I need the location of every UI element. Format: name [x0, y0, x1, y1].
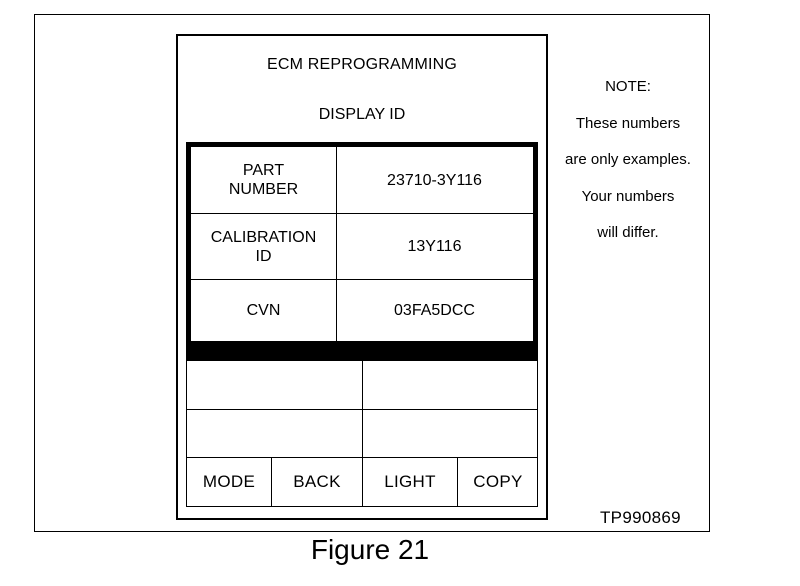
cvn-label: CVN — [191, 280, 337, 341]
blank-key-top-left[interactable] — [187, 361, 362, 410]
table-row-part-number: PART NUMBER 23710-3Y116 — [191, 147, 533, 213]
figure-frame — [34, 14, 710, 532]
cvn-value: 03FA5DCC — [394, 302, 475, 319]
note-line: are only examples. — [565, 151, 691, 168]
table-row-calibration-id: CALIBRATION ID 13Y116 — [191, 213, 533, 279]
light-button[interactable]: LIGHT — [384, 472, 436, 491]
soft-key-area: MODE BACK LIGHT COPY — [186, 361, 538, 507]
blank-key-middle-left[interactable] — [187, 410, 362, 458]
blank-key-middle-right[interactable] — [362, 410, 538, 458]
blank-key-top-right[interactable] — [362, 361, 538, 410]
screen-title: ECM REPROGRAMMING — [266, 56, 458, 73]
calibration-id-label: CALIBRATION ID — [191, 214, 337, 279]
copy-button[interactable]: COPY — [473, 472, 523, 491]
figure-caption: Figure 21 — [310, 534, 430, 565]
note-heading: NOTE: — [605, 78, 651, 95]
note-line: These numbers — [575, 114, 681, 132]
note-line: Your numbers — [581, 187, 675, 205]
screen-subtitle: DISPLAY ID — [318, 106, 406, 123]
reference-code: TP990869 — [600, 508, 681, 527]
back-button[interactable]: BACK — [293, 472, 341, 491]
note-line: will differ. — [597, 224, 659, 241]
key-divider-center — [362, 361, 363, 506]
separator-bar — [186, 345, 538, 361]
table-row-cvn: CVN 03FA5DCC — [191, 279, 533, 341]
part-number-label: PART NUMBER — [191, 147, 337, 213]
part-number-value: 23710-3Y116 — [387, 171, 482, 189]
key-divider-right — [457, 458, 458, 506]
consult-screen: ECM REPROGRAMMING DISPLAY ID PART NUMBER… — [176, 34, 548, 520]
mode-button[interactable]: MODE — [202, 472, 256, 491]
key-divider-left — [271, 458, 272, 506]
id-table: PART NUMBER 23710-3Y116 CALIBRATION ID 1… — [186, 142, 538, 346]
calibration-id-value: 13Y116 — [407, 238, 462, 255]
note-text: NOTE: These numbers are only examples. Y… — [548, 76, 708, 259]
